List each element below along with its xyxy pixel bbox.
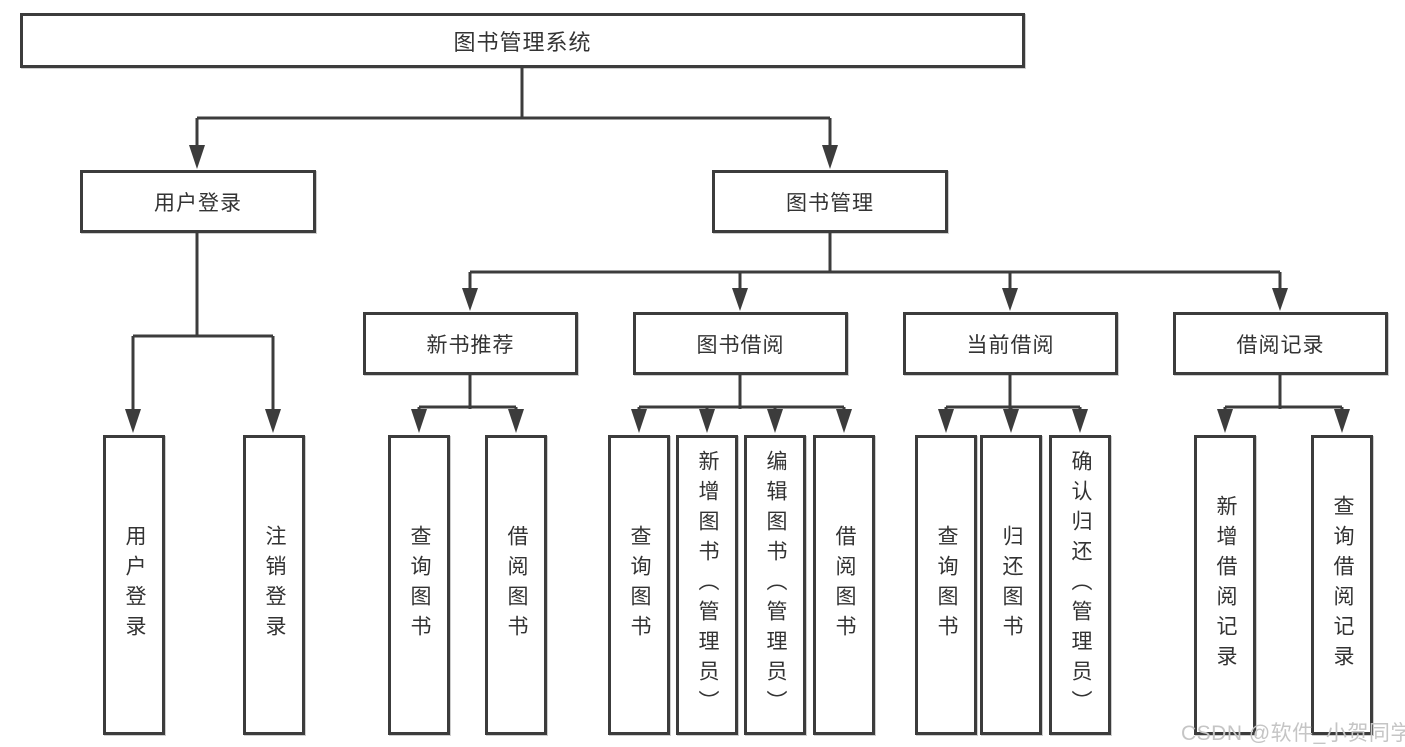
leaf-logout: 注销登录 [243, 435, 305, 735]
node-borrow-records: 借阅记录 [1173, 312, 1388, 375]
node-current-borrow: 当前借阅 [903, 312, 1118, 375]
leaf-borrow-borrow-books: 借阅图书 [813, 435, 875, 735]
csdn-watermark: CSDN @软件_小贺同学 [1181, 722, 1405, 745]
leaf-current-query-books: 查询图书 [915, 435, 977, 735]
node-new-book-recommend: 新书推荐 [363, 312, 578, 375]
leaf-records-add-record: 新增借阅记录 [1194, 435, 1256, 735]
node-book-borrow: 图书借阅 [633, 312, 848, 375]
node-root-system: 图书管理系统 [20, 13, 1025, 68]
leaf-current-confirm-return-admin: 确认归还（管理员） [1049, 435, 1111, 735]
leaf-current-return-books: 归还图书 [980, 435, 1042, 735]
node-user-login: 用户登录 [80, 170, 316, 233]
leaf-newbooks-query-books: 查询图书 [388, 435, 450, 735]
node-book-management: 图书管理 [712, 170, 948, 233]
leaf-borrow-query-books: 查询图书 [608, 435, 670, 735]
leaf-borrow-edit-books-admin: 编辑图书（管理员） [744, 435, 806, 735]
leaf-user-login: 用户登录 [103, 435, 165, 735]
leaf-records-query-record: 查询借阅记录 [1311, 435, 1373, 735]
leaf-newbooks-borrow-books: 借阅图书 [485, 435, 547, 735]
leaf-borrow-add-books-admin: 新增图书（管理员） [676, 435, 738, 735]
